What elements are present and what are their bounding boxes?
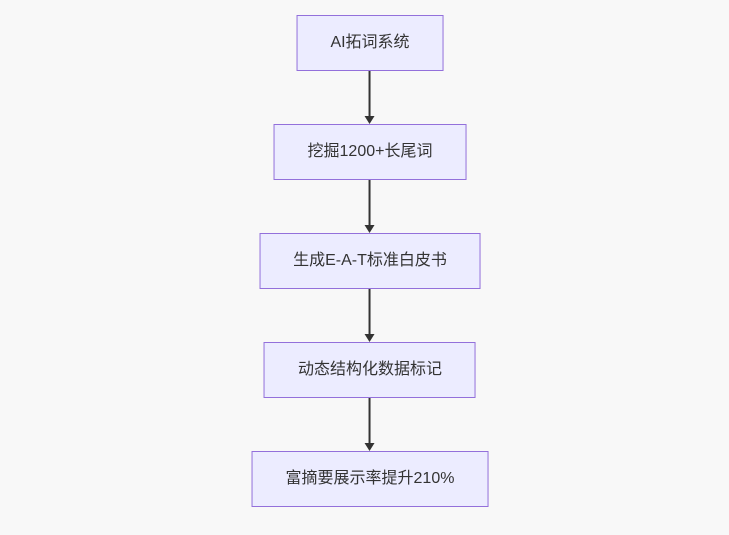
arrow-line [369,180,371,227]
arrow-head-icon [365,116,375,124]
arrow-line [369,289,371,336]
arrow-head-icon [365,334,375,342]
flow-node-eat-whitepaper: 生成E-A-T标准白皮书 [259,233,481,289]
flow-node-label: AI拓词系统 [330,34,410,51]
flow-node-longtail-mining: 挖掘1200+长尾词 [273,124,467,180]
flow-node-ai-word-system: AI拓词系统 [296,15,444,71]
flow-node-label: 动态结构化数据标记 [297,361,442,378]
flow-node-label: 富摘要展示率提升210% [285,470,455,487]
flow-node-rich-snippet-result: 富摘要展示率提升210% [251,451,489,507]
flowchart: AI拓词系统 挖掘1200+长尾词 生成E-A-T标准白皮书 动态结构化数据标记… [251,15,489,507]
arrow-line [369,398,371,445]
arrow-line [369,71,371,118]
arrow-down [365,71,375,124]
arrow-down [365,180,375,233]
flow-node-label: 生成E-A-T标准白皮书 [293,252,447,269]
arrow-down [365,289,375,342]
flow-node-structured-data: 动态结构化数据标记 [263,342,476,398]
arrow-head-icon [365,443,375,451]
flow-node-label: 挖掘1200+长尾词 [307,143,433,160]
arrow-head-icon [365,225,375,233]
arrow-down [365,398,375,451]
